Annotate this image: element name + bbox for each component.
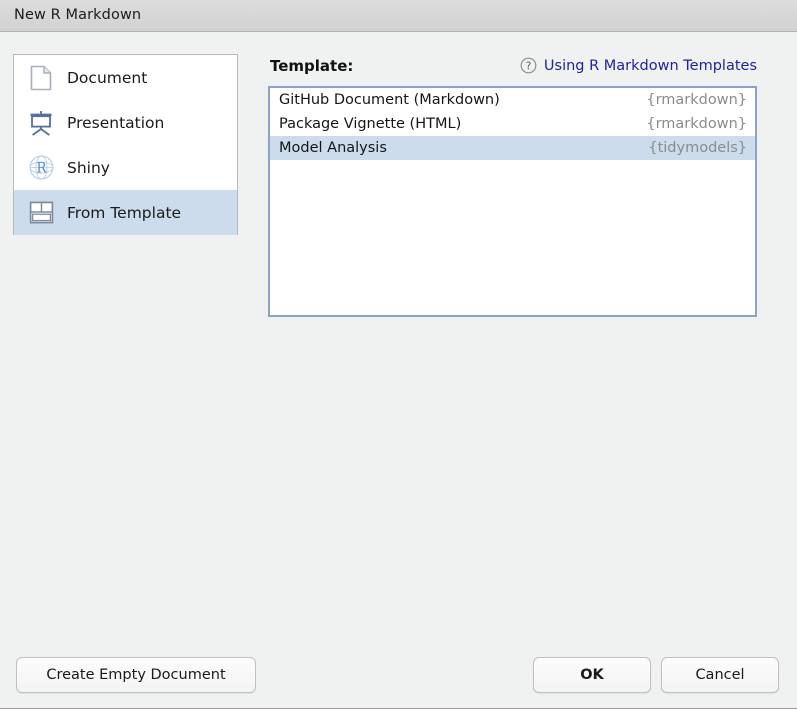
template-package: {rmarkdown} bbox=[646, 92, 747, 108]
page-icon bbox=[27, 64, 55, 92]
template-listbox[interactable]: GitHub Document (Markdown) {rmarkdown} P… bbox=[268, 86, 757, 317]
sidebar-item-document[interactable]: Document bbox=[14, 55, 237, 100]
sidebar-item-label: Shiny bbox=[67, 158, 110, 177]
window-title: New R Markdown bbox=[14, 7, 142, 23]
sidebar-item-presentation[interactable]: Presentation bbox=[14, 100, 237, 145]
template-grid-icon bbox=[27, 199, 55, 227]
svg-text:R: R bbox=[36, 161, 47, 177]
template-header: Template: ? Using R Markdown Templates bbox=[270, 57, 757, 79]
template-name: GitHub Document (Markdown) bbox=[279, 92, 500, 108]
list-item[interactable]: GitHub Document (Markdown) {rmarkdown} bbox=[270, 88, 755, 112]
sidebar-item-shiny[interactable]: R Shiny bbox=[14, 145, 237, 190]
ok-button[interactable]: OK bbox=[533, 657, 651, 693]
question-circle-icon[interactable]: ? bbox=[520, 57, 537, 74]
shiny-r-icon: R bbox=[27, 154, 55, 182]
cancel-button[interactable]: Cancel bbox=[661, 657, 779, 693]
sidebar-item-from-template[interactable]: From Template bbox=[14, 190, 237, 235]
template-name: Package Vignette (HTML) bbox=[279, 116, 462, 132]
template-package: {rmarkdown} bbox=[646, 116, 747, 132]
create-empty-document-button[interactable]: Create Empty Document bbox=[16, 657, 256, 693]
template-name: Model Analysis bbox=[279, 140, 387, 156]
template-package: {tidymodels} bbox=[648, 140, 747, 156]
window-titlebar: New R Markdown bbox=[0, 0, 797, 32]
output-type-sidebar: Document Presentation R Shiny bbox=[13, 54, 238, 235]
sidebar-item-label: From Template bbox=[67, 203, 182, 222]
sidebar-item-label: Presentation bbox=[67, 113, 165, 132]
using-r-markdown-templates-link[interactable]: Using R Markdown Templates bbox=[543, 57, 757, 74]
sidebar-item-label: Document bbox=[67, 68, 148, 87]
svg-text:?: ? bbox=[526, 60, 532, 72]
help-row: ? Using R Markdown Templates bbox=[520, 57, 757, 74]
list-item[interactable]: Package Vignette (HTML) {rmarkdown} bbox=[270, 112, 755, 136]
list-item[interactable]: Model Analysis {tidymodels} bbox=[270, 136, 755, 160]
presentation-icon bbox=[27, 109, 55, 137]
template-label: Template: bbox=[270, 57, 354, 75]
